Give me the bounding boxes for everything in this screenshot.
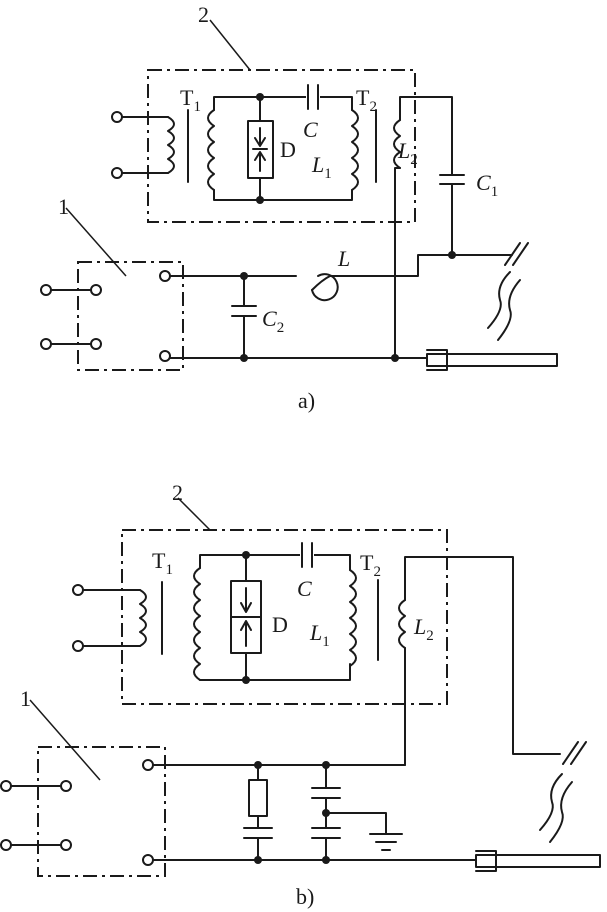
inductor-l — [311, 273, 339, 302]
terminal — [40, 284, 52, 296]
spark-gap-arrows — [230, 587, 262, 647]
output-terminal — [142, 759, 154, 771]
leader-2 — [209, 19, 251, 71]
cap-gap — [306, 84, 320, 110]
workpiece — [475, 854, 601, 868]
caption-a: a) — [298, 388, 315, 413]
output-terminal — [159, 350, 171, 362]
arc-gap — [504, 242, 529, 266]
t1-primary-coil — [167, 116, 175, 174]
label-c: C — [297, 576, 312, 601]
workpiece-clamp — [475, 850, 497, 872]
electrode-line — [549, 781, 573, 843]
label-c1: C1 — [476, 170, 498, 200]
label-1: 1 — [58, 194, 69, 219]
terminal-links — [50, 289, 92, 345]
label-l: L — [337, 246, 350, 271]
bottom-wire — [199, 663, 351, 681]
input-terminal — [72, 640, 84, 652]
junction-dot — [242, 551, 250, 559]
spark-gap-arrows — [252, 127, 268, 172]
label-l1: L1 — [309, 620, 330, 650]
l-wire — [311, 254, 453, 291]
terminal — [90, 284, 102, 296]
junction-dot — [242, 676, 250, 684]
leader-2 — [177, 497, 211, 531]
terminal — [60, 780, 72, 792]
cap-gap — [300, 542, 314, 568]
t1-secondary-coil — [207, 109, 215, 191]
terminal — [60, 839, 72, 851]
workpiece-clamp — [426, 349, 448, 371]
diagram-a: 2 T1 D C L1 T2 L2 — [40, 2, 558, 413]
electrode-line — [487, 271, 511, 329]
diagram-b: 2 T1 D C L1 T2 L2 1 — [0, 480, 601, 909]
l1-coil — [349, 569, 357, 667]
t1-primary-coil — [139, 589, 147, 647]
capacitor-c — [307, 84, 319, 110]
resistor — [248, 779, 268, 817]
workpiece — [426, 353, 558, 367]
capacitor-c — [301, 542, 313, 568]
terminal-links — [10, 785, 62, 846]
junction-dot — [256, 196, 264, 204]
top-wire — [213, 96, 353, 111]
input-terminal — [111, 167, 123, 179]
input-leads — [82, 589, 141, 647]
label-1: 1 — [20, 686, 31, 711]
enclosure-2 — [147, 69, 416, 223]
l2-coil — [393, 119, 401, 169]
junction-dot — [391, 354, 399, 362]
bottom-wire — [213, 189, 353, 201]
junction-dot — [256, 93, 264, 101]
terminal — [0, 780, 12, 792]
caption-b: b) — [296, 884, 314, 909]
input-leads — [121, 116, 169, 174]
label-t2: T2 — [360, 550, 381, 580]
label-t1: T1 — [180, 85, 201, 115]
enclosure-1 — [77, 261, 184, 371]
label-t1: T1 — [152, 548, 173, 578]
l2-top-wire — [399, 96, 453, 176]
label-l2: L2 — [397, 138, 418, 168]
label-l2: L2 — [413, 614, 434, 644]
capacitor-c2 — [231, 275, 257, 359]
l2-output-wire — [404, 556, 561, 755]
label-d: D — [280, 137, 296, 162]
capacitor-c1 — [439, 174, 465, 185]
capacitor-filter-1 — [243, 815, 273, 861]
ground-icon — [369, 833, 403, 851]
terminal — [40, 338, 52, 350]
label-d: D — [272, 612, 288, 637]
leader-1 — [65, 207, 127, 277]
t1-secondary-coil — [193, 567, 201, 681]
label-l1: L1 — [311, 152, 332, 182]
arc-gap — [562, 741, 587, 765]
l2-coil — [398, 599, 406, 649]
label-2: 2 — [198, 2, 209, 27]
output-terminal — [159, 270, 171, 282]
label-c: C — [303, 117, 318, 142]
l2-ground-wire — [394, 167, 401, 359]
enclosure-1 — [37, 746, 166, 877]
terminal — [0, 839, 12, 851]
electrode-line — [497, 279, 521, 341]
output-terminal — [142, 854, 154, 866]
ground-wire — [325, 812, 387, 835]
terminal — [90, 338, 102, 350]
input-terminal — [111, 111, 123, 123]
l1-coil — [351, 109, 359, 191]
label-t2: T2 — [356, 85, 377, 115]
leader-1 — [29, 699, 101, 781]
electrode-line — [539, 773, 563, 831]
top-wire — [199, 554, 351, 571]
input-terminal — [72, 584, 84, 596]
label-2: 2 — [172, 480, 183, 505]
enclosure-2 — [121, 529, 448, 705]
label-c2: C2 — [262, 306, 284, 336]
